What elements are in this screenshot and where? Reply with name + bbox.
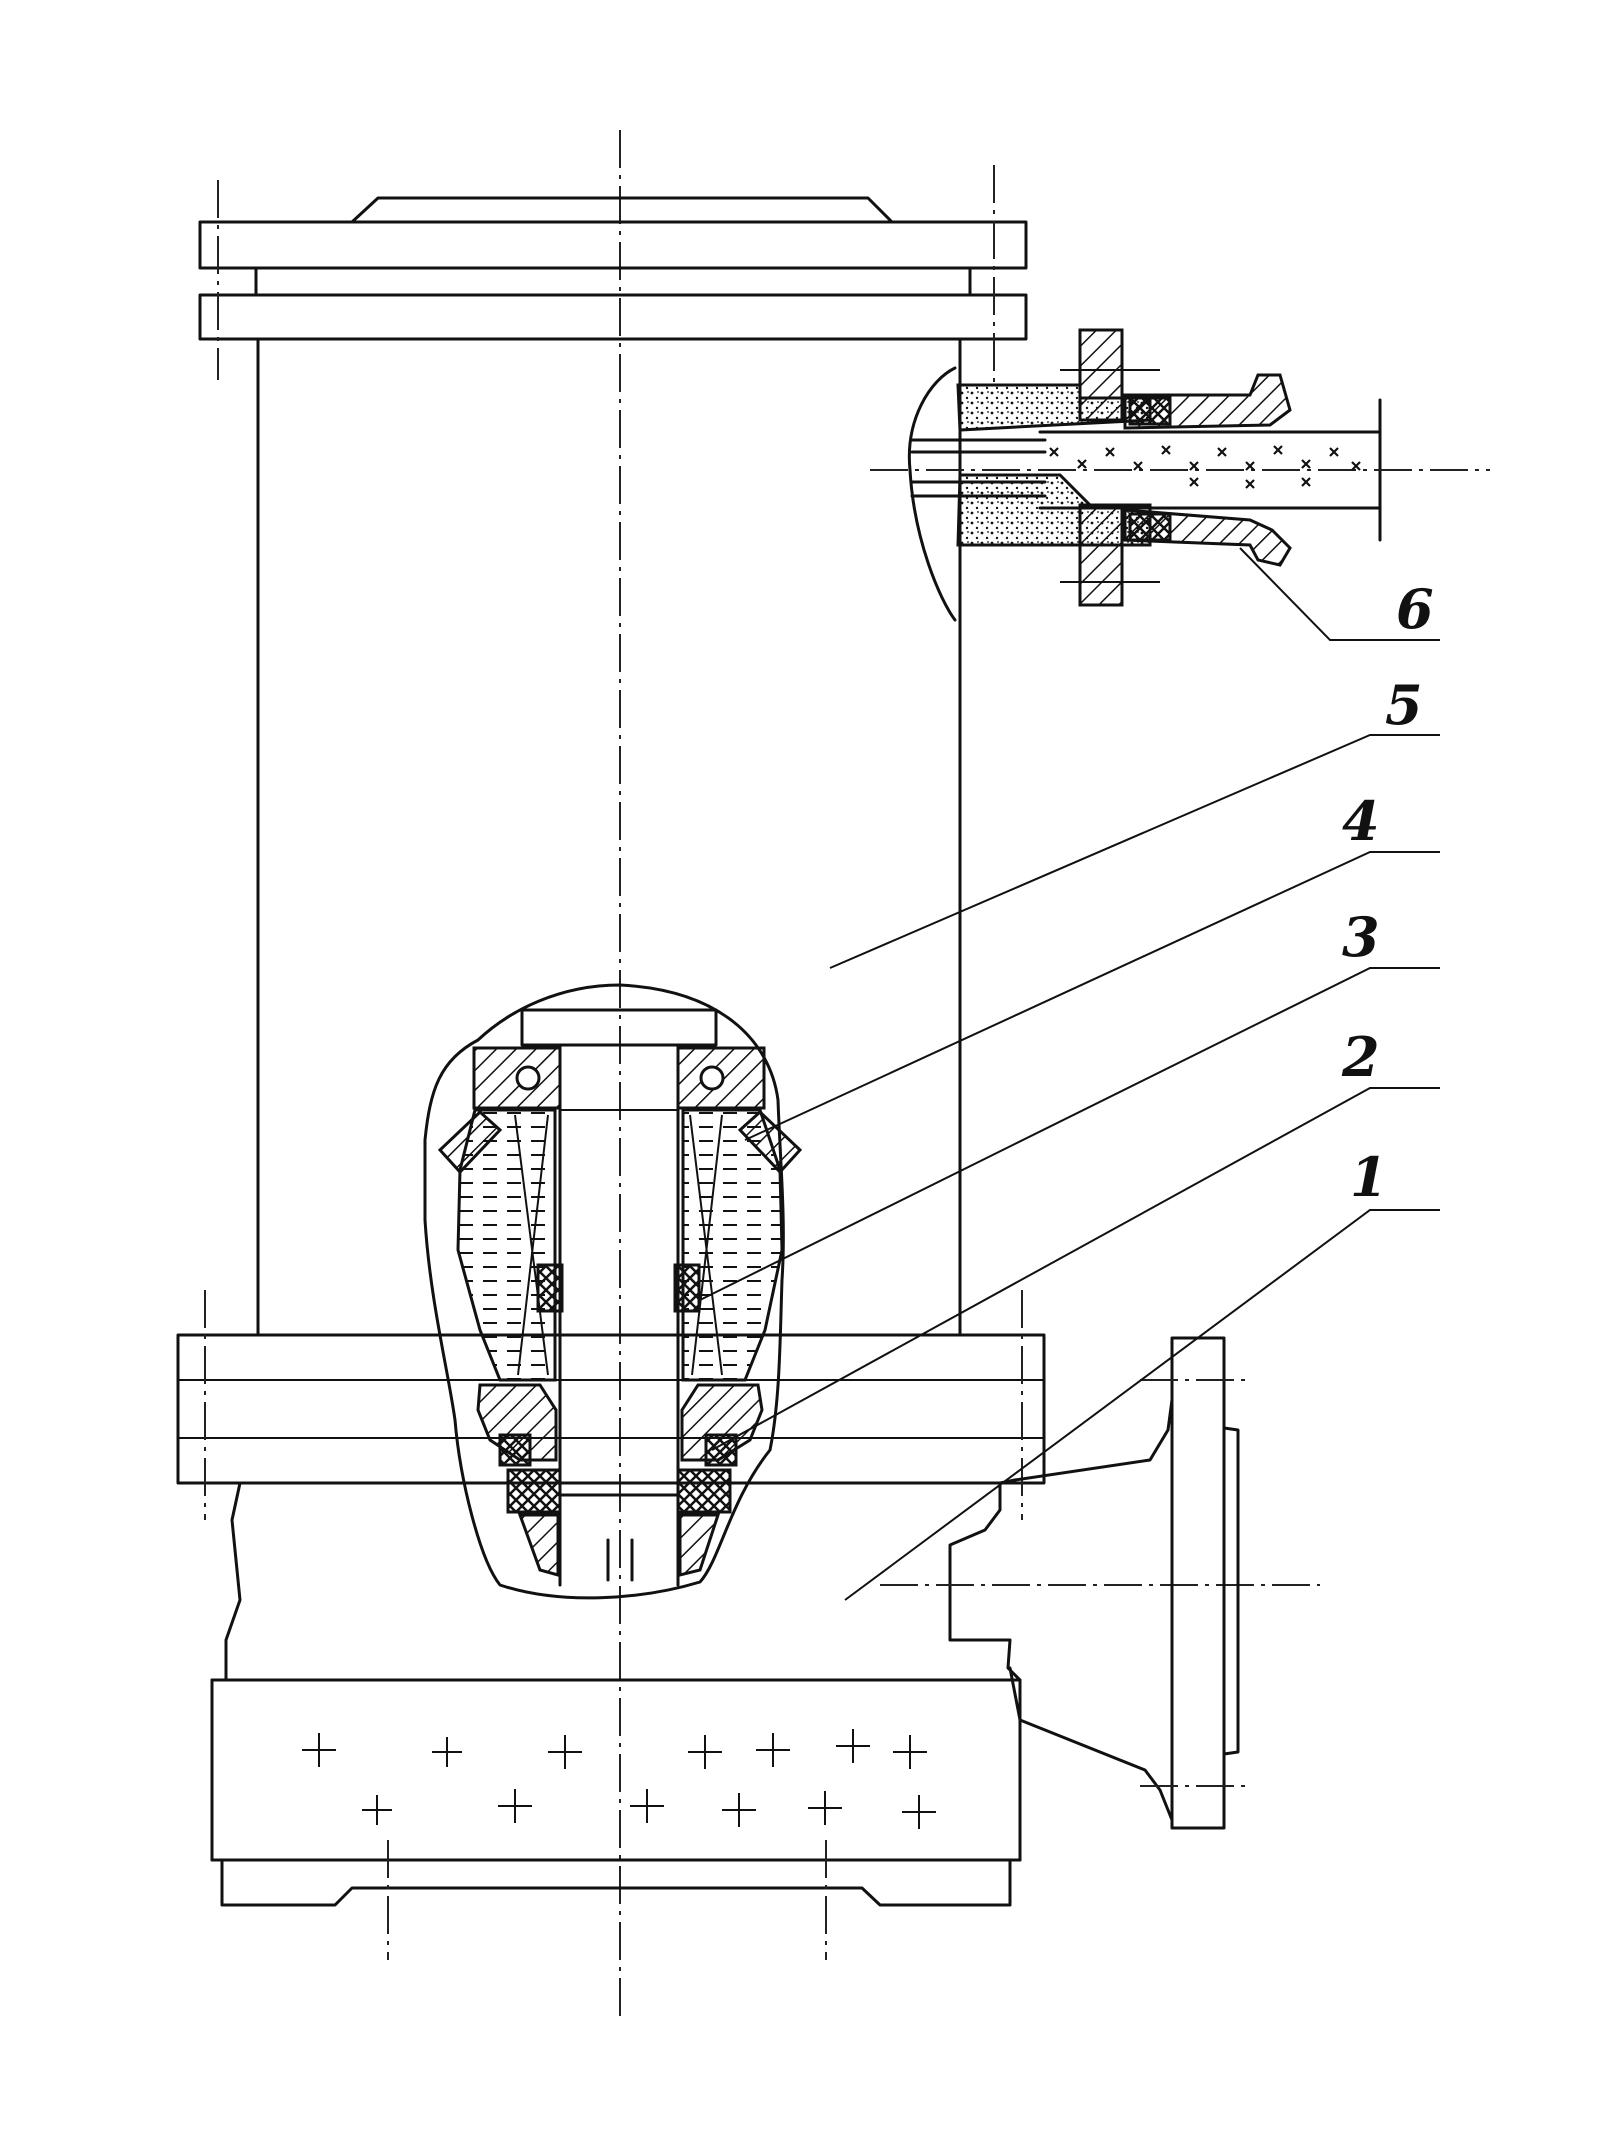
mechanical-seal-left (498, 1433, 532, 1467)
gland-packing-upper (1128, 396, 1172, 426)
callout-1: 1 (1350, 1145, 1388, 1209)
leader-lines (699, 547, 1440, 1601)
impeller-hub-right (678, 1513, 721, 1577)
rotor-winding-right (689, 1114, 723, 1376)
pump-casing-outline (210, 1481, 1022, 1862)
middle-flange (176, 1333, 1046, 1485)
callout-4: 4 (1342, 789, 1380, 853)
top-cap-dome (350, 196, 894, 224)
guide-bearing-right (673, 1263, 701, 1313)
leader-6 (1239, 547, 1440, 641)
guide-bearing-left (536, 1263, 564, 1313)
leader-5 (829, 734, 1440, 969)
shaft-key (558, 1493, 680, 1587)
gland-nut-upper (1078, 328, 1124, 422)
lower-seal-right (676, 1468, 732, 1514)
leader-4 (744, 851, 1440, 1141)
cable-gland-cutaway (907, 366, 957, 622)
side-flange (1170, 1336, 1226, 1830)
top-flange-lower (198, 293, 1028, 341)
stator-left (456, 1108, 557, 1382)
cutaway-boundary (423, 983, 785, 1600)
gland-nut-lower (1078, 503, 1124, 607)
top-flange-upper (198, 220, 1028, 270)
base-bolt-marks (302, 1729, 936, 1829)
side-flange-face (1222, 1426, 1240, 1756)
callout-6: 6 (1396, 577, 1434, 641)
casing-base-block (210, 1678, 1022, 1862)
gland-packing-lower (1128, 512, 1172, 542)
lower-seal-left (506, 1468, 562, 1514)
callout-3: 3 (1342, 905, 1380, 969)
shaft-top-collar (520, 1008, 718, 1047)
cable-inner-wires (910, 438, 1047, 498)
leader-1 (844, 1209, 1440, 1601)
callout-2: 2 (1341, 1025, 1380, 1089)
stator-shell-right (737, 1109, 803, 1175)
rotor-winding-left (514, 1114, 549, 1376)
impeller-hub-left (517, 1513, 560, 1577)
callout-5: 5 (1385, 673, 1423, 737)
base-foot (220, 1858, 1012, 1907)
bearing-ball-left (515, 1065, 541, 1091)
cable-conductor-marks (1049, 445, 1361, 489)
leader-3 (699, 967, 1440, 1301)
stator-shell-left (437, 1109, 503, 1175)
bearing-ball-right (699, 1065, 725, 1091)
leader-2 (711, 1087, 1440, 1451)
seal-housing-left (476, 1383, 558, 1462)
discharge-nozzle (998, 1398, 1174, 1822)
